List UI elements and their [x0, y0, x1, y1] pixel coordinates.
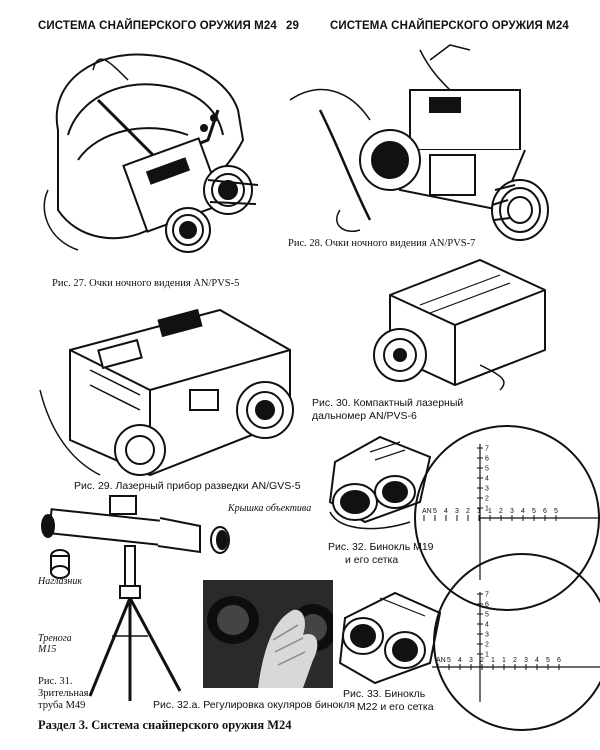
figure-33-binocular-m22-illustration	[335, 588, 445, 688]
reticle-top-horizontal-label: 1	[477, 508, 481, 515]
reticle-top-vertical-label: 6	[485, 456, 489, 463]
reticle-top-horizontal-label: 5	[554, 508, 558, 515]
figure-30-caption-line1: Рис. 30. Компактный лазерный	[312, 397, 464, 409]
reticle-bottom-horizontal-label: 2	[480, 657, 484, 664]
reticle-bottom-vertical-label: 4	[485, 622, 489, 629]
figure-30-caption-line2: дальномер AN/PVS-6	[312, 410, 417, 422]
reticle-bottom-horizontal-label: 4	[458, 657, 462, 664]
reticle-top-horizontal-label: 4	[521, 508, 525, 515]
lens-cap-illustration	[200, 520, 240, 560]
reticle-bottom-vertical-label: 3	[485, 632, 489, 639]
reticle-top-vertical-label: 4	[485, 476, 489, 483]
reticle-top-horizontal-label: 5	[433, 508, 437, 515]
figure-29-caption: Рис. 29. Лазерный прибор разведки AN/GVS…	[74, 480, 301, 492]
figure-27-caption: Рис. 27. Очки ночного видения AN/PVS-5	[52, 278, 240, 289]
figure-33-caption: Рис. 33. Бинокль	[343, 688, 426, 700]
reticle-bottom-vertical-label: 2	[485, 642, 489, 649]
figure-31-caption-line3: труба М49	[38, 700, 86, 711]
page-number: 29	[286, 20, 299, 32]
reticle-bottom-horizontal-label: 6	[557, 657, 561, 664]
reticle-bottom-vertical-label: 5	[485, 612, 489, 619]
reticle-top-horizontal-label: 3	[455, 508, 459, 515]
figure-32-caption: Рис. 32. Бинокль М19	[328, 541, 434, 553]
reticle-bottom-horizontal-label: 5	[546, 657, 550, 664]
figure-28-caption: Рис. 28. Очки ночного видения AN/PVS-7	[288, 238, 476, 249]
reticle-top-vertical-label: 3	[485, 486, 489, 493]
reticle-top-vertical-label: 5	[485, 466, 489, 473]
reticle-bottom-horizontal-label: 3	[524, 657, 528, 664]
figure-28-night-vision-goggles-illustration	[280, 40, 560, 240]
reticle-bottom-horizontal-label: 3	[469, 657, 473, 664]
figure-31-spotting-scope-m49-illustration	[40, 496, 260, 706]
eyecup-label: Наглазник	[38, 576, 83, 587]
running-header-right: СИСТЕМА СНАЙПЕРСКОГО ОРУЖИЯ М24	[330, 20, 569, 32]
figure-29-laser-rangefinder-illustration	[40, 290, 310, 490]
reticle-bottom-horizontal-label: 1	[491, 657, 495, 664]
reticle-top-horizontal-label: AN	[422, 508, 432, 515]
reticle-top-vertical-label: 2	[485, 496, 489, 503]
tripod-label-line1: Тренога	[38, 633, 72, 644]
figure-32-binocular-m19-illustration	[320, 432, 440, 532]
reticle-bottom-horizontal-label: 1	[502, 657, 506, 664]
figure-27-night-vision-goggles-illustration	[38, 40, 278, 270]
figure-32-caption-line2: и его сетка	[345, 554, 399, 566]
figure-32a-binocular-eyepiece-photo	[203, 580, 333, 688]
reticle-top-horizontal-label: 5	[532, 508, 536, 515]
reticle-top-vertical-label: 7	[485, 446, 489, 453]
running-header-left: СИСТЕМА СНАЙПЕРСКОГО ОРУЖИЯ М24	[38, 20, 277, 32]
figure-30-compact-laser-rangefinder-illustration	[360, 255, 560, 395]
reticle-bottom-vertical-label: 1	[485, 652, 489, 659]
figure-31-caption-line1: Рис. 31.	[38, 676, 73, 687]
reticle-top-horizontal-label: 3	[510, 508, 514, 515]
reticle-bottom-horizontal-label: 2	[513, 657, 517, 664]
section-footer: Раздел 3. Система снайперского оружия М2…	[38, 718, 292, 732]
lens-cap-label: Крышка объектива	[228, 503, 312, 514]
reticle-bottom-horizontal-label: 5	[447, 657, 451, 664]
reticle-top-horizontal-label: 4	[444, 508, 448, 515]
figure-31-caption-line2: Зрительная	[38, 688, 89, 699]
reticle-top-horizontal-label: 2	[499, 508, 503, 515]
figure-33-caption-line2: М22 и его сетка	[357, 701, 434, 713]
reticle-top-horizontal-label: 6	[543, 508, 547, 515]
figure-32a-caption: Рис. 32.а. Регулировка окуляров бинокля	[153, 699, 355, 711]
reticle-top-horizontal-label: 1	[488, 508, 492, 515]
reticle-bottom-vertical-label: 7	[485, 592, 489, 599]
reticle-bottom-vertical-label: 6	[485, 602, 489, 609]
reticle-bottom-horizontal-label: AN	[436, 657, 446, 664]
reticle-top-horizontal-label: 2	[466, 508, 470, 515]
tripod-label-line2: М15	[38, 644, 57, 655]
reticle-bottom-horizontal-label: 4	[535, 657, 539, 664]
reticle-top-vertical-label: 1	[485, 506, 489, 513]
